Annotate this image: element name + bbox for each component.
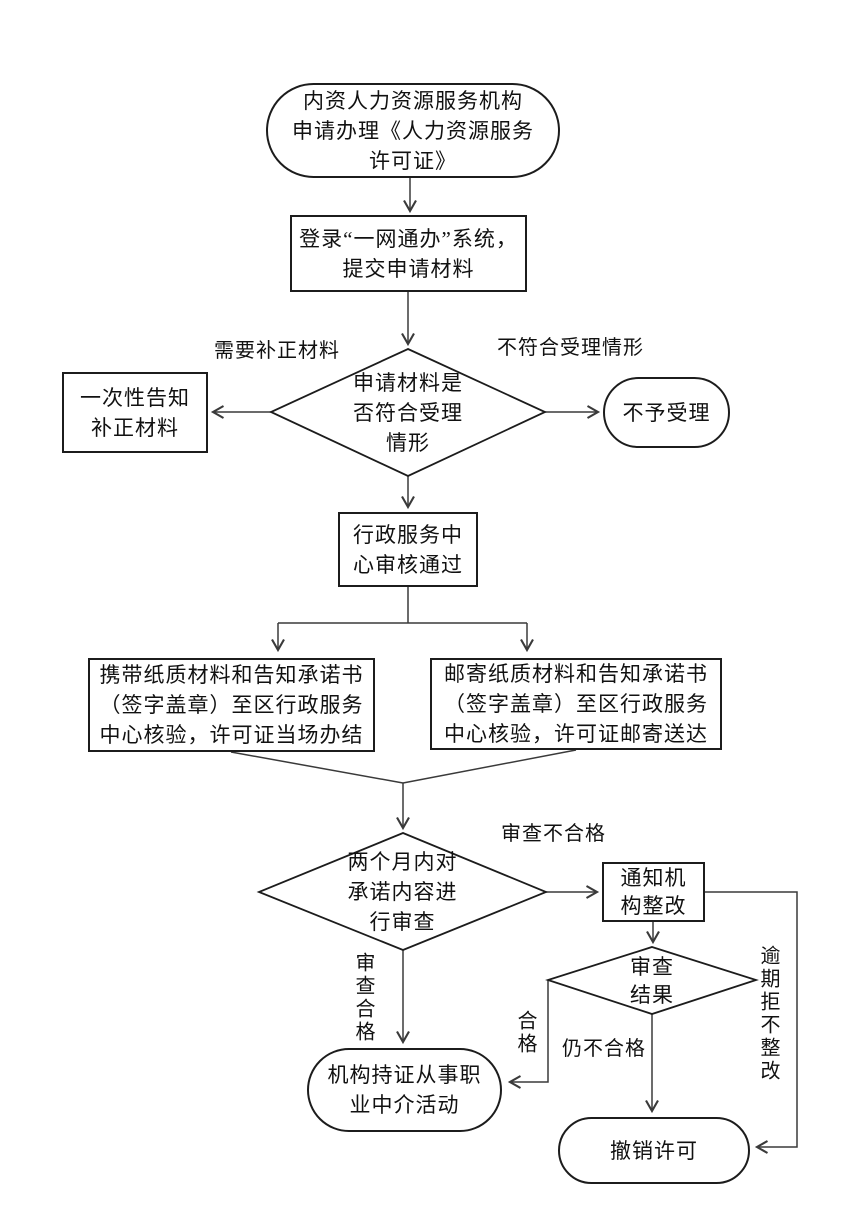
node-notify-rectify-text: 通知机 构整改 [620, 866, 687, 918]
node-start: 内资人力资源服务机构 申请办理《人力资源服务 许可证》 [266, 83, 560, 178]
node-login: 登录“一网通办”系统， 提交申请材料 [290, 215, 527, 292]
node-decision-review: 两个月内对 承诺内容进 行审查 [259, 833, 546, 950]
edge-decision3-licensed [507, 980, 549, 1089]
node-start-text: 内资人力资源服务机构 申请办理《人力资源服务 许可证》 [292, 88, 534, 173]
node-decision-result: 审查 结果 [548, 947, 756, 1014]
node-decision-review-text: 两个月内对 承诺内容进 行审查 [347, 849, 458, 934]
node-decision-accept-text: 申请材料是 否符合受理 情形 [353, 370, 463, 455]
node-reject: 不予受理 [603, 377, 730, 448]
node-bring-in-person: 携带纸质材料和告知承诺书 （签字盖章）至区行政服务 中心核验，许可证当场办结 [88, 658, 375, 752]
node-licensed-text: 机构持证从事职 业中介活动 [327, 1063, 482, 1117]
node-one-time-notice-text: 一次性告知 补正材料 [80, 385, 190, 440]
node-bring-in-person-text: 携带纸质材料和告知承诺书 （签字盖章）至区行政服务 中心核验，许可证当场办结 [99, 663, 364, 747]
label-overdue-refuse: 逾期拒不整改 [757, 945, 779, 1083]
node-center-approved: 行政服务中 心审核通过 [338, 512, 478, 587]
node-decision-accept: 申请材料是 否符合受理 情形 [271, 349, 545, 476]
label-review-fail: 审查不合格 [501, 823, 606, 845]
node-mail-in-text: 邮寄纸质材料和告知承诺书 （签字盖章）至区行政服务 中心核验，许可证邮寄送达 [444, 662, 708, 746]
node-center-approved-text: 行政服务中 心审核通过 [353, 522, 463, 577]
decision-review-diamond [256, 832, 549, 951]
label-still-fail: 仍不合格 [562, 1038, 646, 1060]
edge-approve-branch [278, 587, 527, 624]
edge-rectify-revoke [705, 891, 798, 1154]
label-need-correction: 需要补正材料 [214, 340, 340, 362]
node-licensed: 机构持证从事职 业中介活动 [307, 1048, 502, 1132]
node-revoke-text: 撤销许可 [610, 1138, 698, 1163]
node-mail-in: 邮寄纸质材料和告知承诺书 （签字盖章）至区行政服务 中心核验，许可证邮寄送达 [430, 658, 722, 750]
edge-merge [230, 749, 577, 784]
node-one-time-notice: 一次性告知 补正材料 [62, 372, 208, 453]
label-not-acceptable: 不符合受理情形 [497, 337, 644, 359]
node-login-text: 登录“一网通办”系统， 提交申请材料 [299, 226, 518, 281]
decision-result-diamond [545, 946, 759, 1015]
node-reject-text: 不予受理 [622, 400, 711, 425]
decision-accept-diamond [268, 348, 548, 477]
label-pass: 合格 [514, 1010, 536, 1056]
node-decision-result-text: 审查 结果 [630, 954, 674, 1007]
node-revoke: 撤销许可 [558, 1117, 750, 1184]
node-notify-rectify: 通知机 构整改 [602, 862, 705, 922]
label-review-pass: 审查合格 [352, 952, 374, 1044]
